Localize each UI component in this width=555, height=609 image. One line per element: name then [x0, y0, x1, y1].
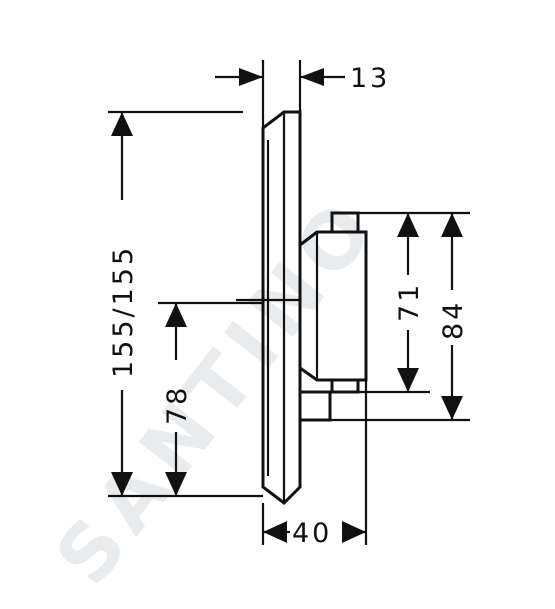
cover-plate	[261, 110, 302, 505]
dim-71-label: 71	[394, 282, 425, 322]
dim-78: 78	[162, 303, 193, 496]
valve-body	[236, 211, 368, 422]
dim-155-label: 155/155	[108, 245, 139, 378]
dim-84-label: 84	[438, 300, 469, 340]
dim-78-label: 78	[162, 385, 193, 425]
dim-84: 84	[438, 213, 469, 420]
extension-lines	[108, 60, 470, 545]
dim-71: 71	[394, 213, 425, 392]
dim-40: 40	[263, 518, 366, 549]
dim-13: 13	[215, 63, 390, 94]
dim-40-label: 40	[292, 518, 332, 549]
dim-13-label: 13	[350, 63, 390, 94]
dim-155: 155/155	[108, 112, 139, 496]
